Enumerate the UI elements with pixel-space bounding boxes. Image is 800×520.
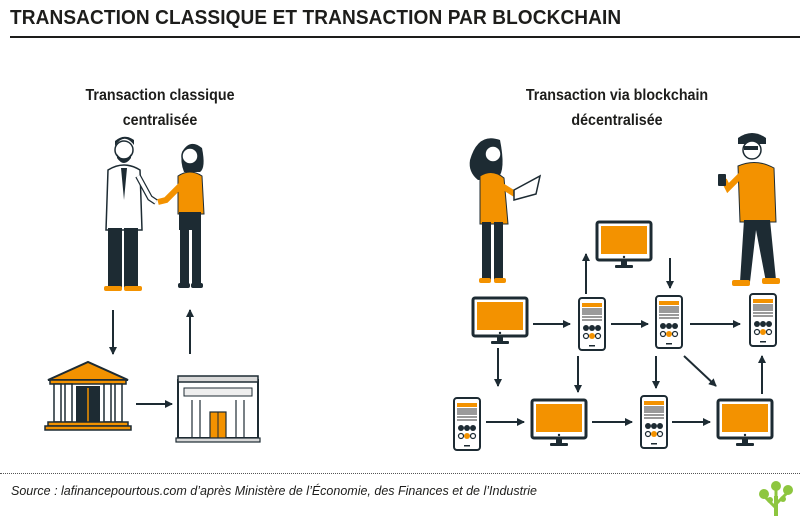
- building-icon: [175, 375, 261, 443]
- page-title: TRANSACTION CLASSIQUE ET TRANSACTION PAR…: [10, 6, 622, 29]
- smartphone-icon: [749, 293, 777, 347]
- smartphone-icon: [640, 395, 668, 449]
- smartphone-icon: [453, 397, 481, 451]
- right-heading-line2: décentralisée: [571, 112, 663, 129]
- left-heading-line1: Transaction classique: [85, 87, 235, 104]
- right-heading: Transaction via blockchain décentralisée: [502, 83, 732, 133]
- woman-with-laptop-figure: [469, 138, 542, 283]
- man-in-suit-figure: [104, 136, 158, 291]
- computer-icon: [716, 398, 774, 448]
- tree-logo-icon: [759, 481, 793, 516]
- title-underline: [10, 36, 800, 38]
- network-arrows: [486, 253, 766, 426]
- source-citation: Source : lafinancepourtous.com d’après M…: [11, 484, 537, 498]
- footer-divider: [0, 473, 800, 474]
- right-heading-line1: Transaction via blockchain: [525, 87, 709, 104]
- woman-figure: [157, 143, 205, 288]
- left-heading: Transaction classique centralisée: [68, 83, 252, 133]
- smartphone-icon: [578, 297, 606, 351]
- computer-icon: [530, 398, 588, 448]
- computer-icon: [595, 220, 653, 270]
- smartphone-icon: [655, 295, 683, 349]
- bank-icon: [44, 361, 132, 431]
- left-heading-line2: centralisée: [122, 112, 198, 129]
- man-with-phone-figure: [718, 133, 780, 286]
- computer-icon: [471, 296, 529, 346]
